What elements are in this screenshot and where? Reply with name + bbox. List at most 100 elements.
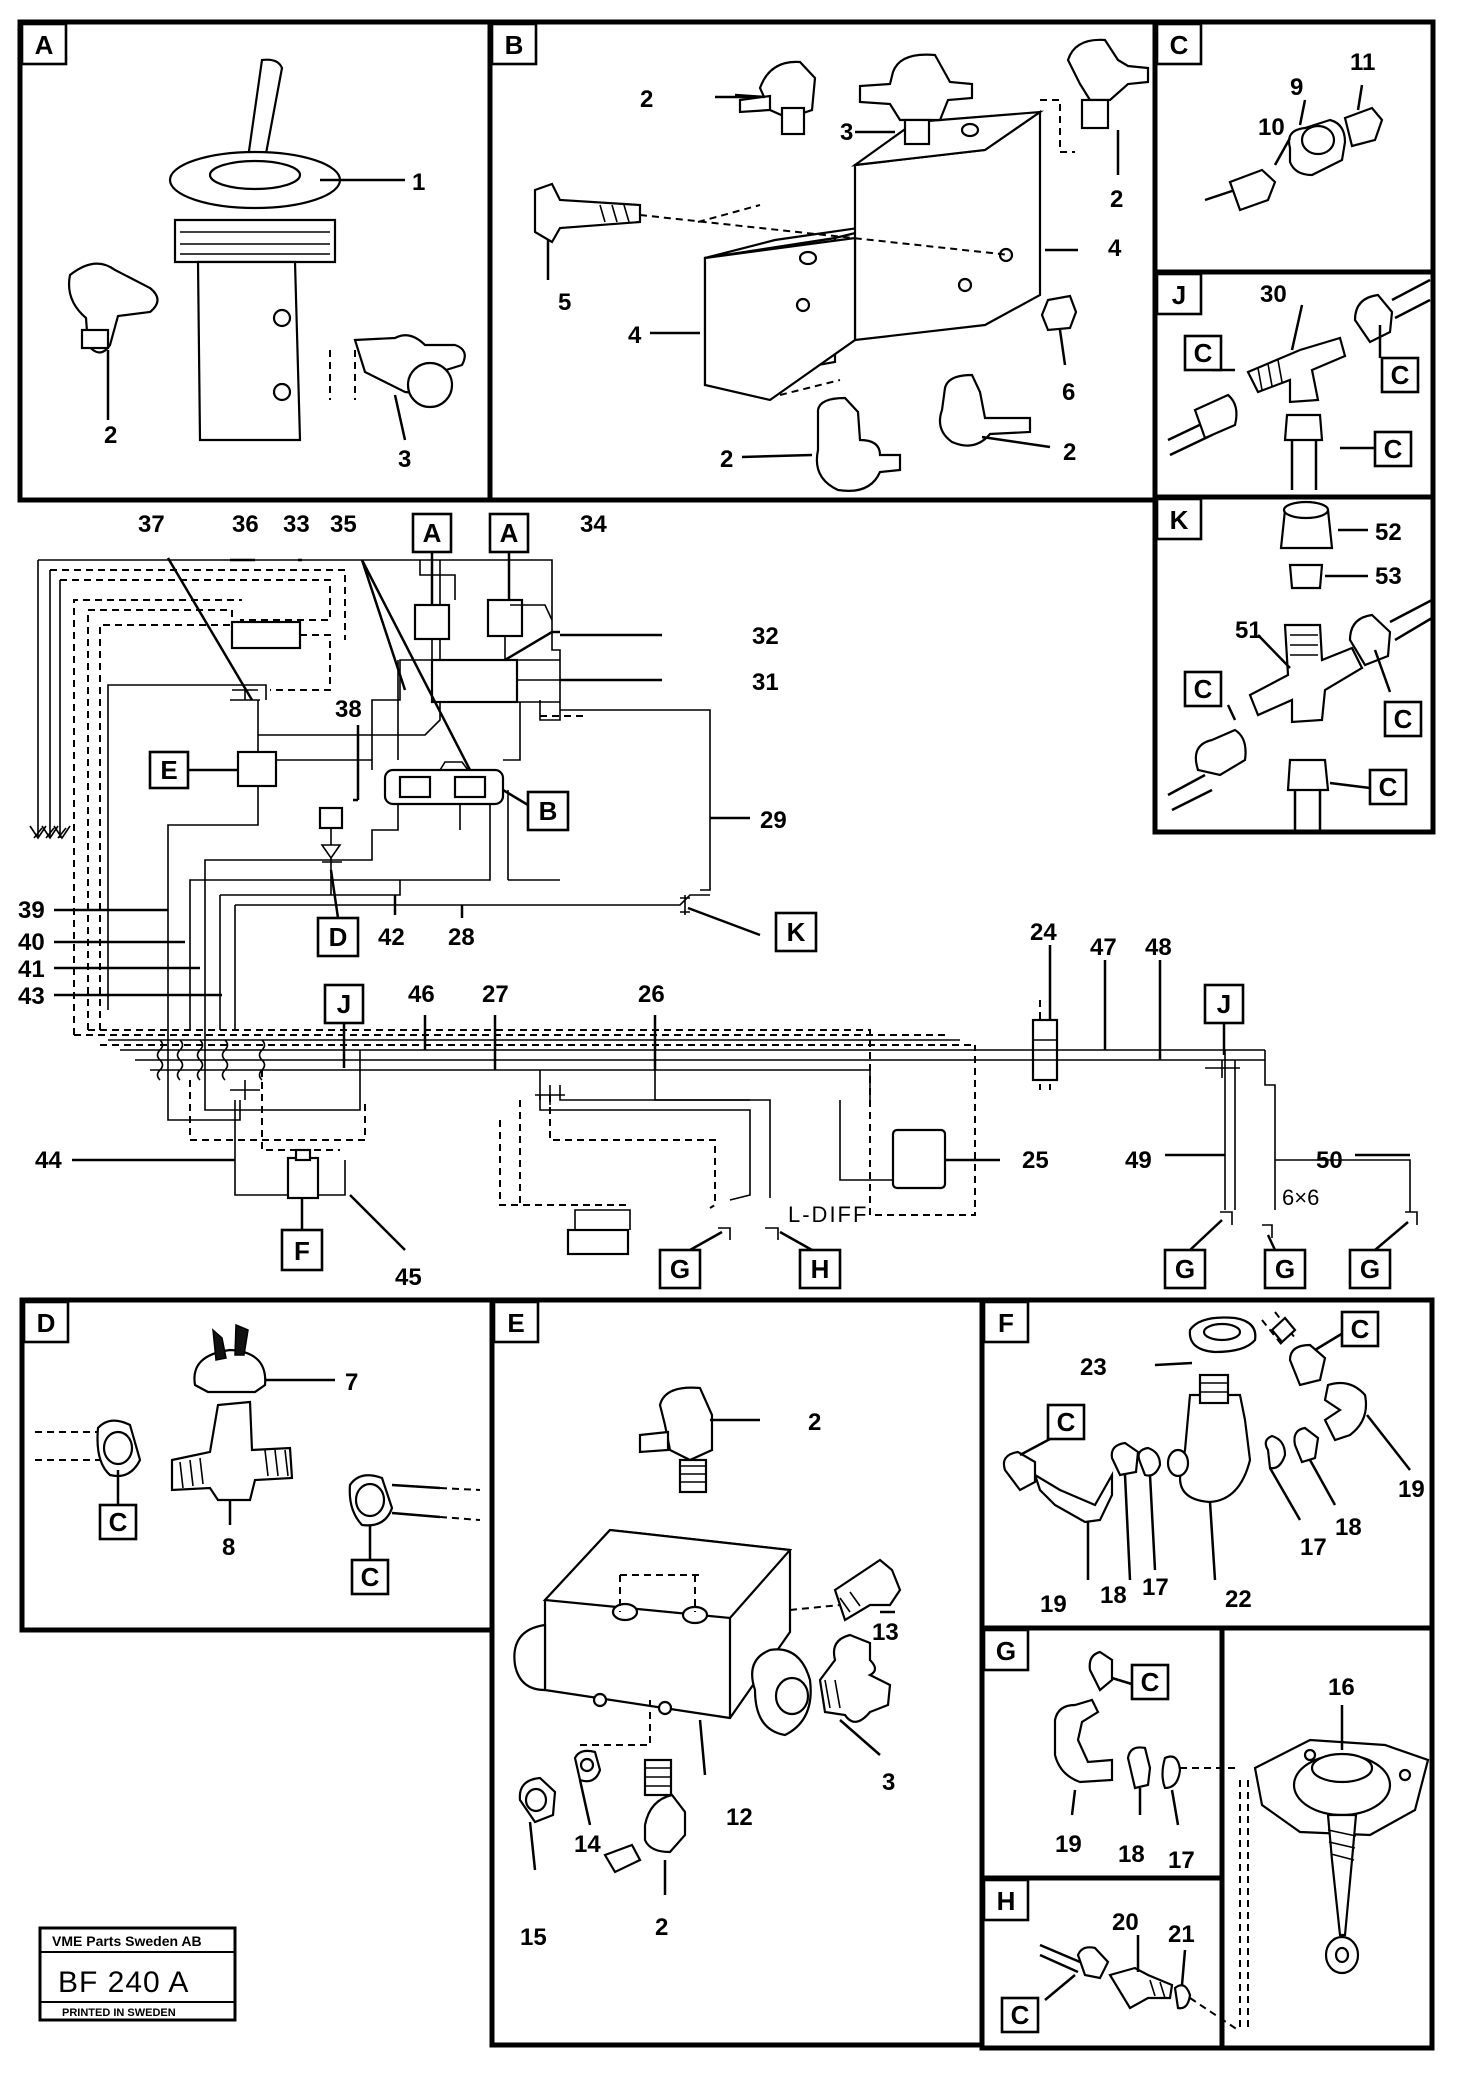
label-29: 29 (760, 807, 787, 834)
label-37: 37 (138, 511, 165, 538)
label-33: 33 (283, 511, 310, 538)
label-2-a: 2 (104, 422, 117, 449)
stamp-company: VME Parts Sweden AB (52, 1933, 202, 1949)
label-20: 20 (1112, 1909, 1139, 1936)
label-16: 16 (1328, 1674, 1355, 1701)
label-2-e2: 2 (655, 1914, 668, 1941)
label-18-g: 18 (1118, 1841, 1145, 1868)
label-3-e: 3 (882, 1769, 895, 1796)
tag-a-schematic-2: A (488, 512, 530, 554)
label-35: 35 (330, 511, 357, 538)
sleeve-10 (1228, 168, 1277, 212)
svg-text:K: K (787, 917, 806, 947)
label-45: 45 (395, 1264, 422, 1291)
svg-text:C: C (1394, 704, 1413, 734)
tag-c-h: C (1000, 1996, 1040, 2034)
tag-c-g: C (1130, 1663, 1170, 1701)
bolt-13 (833, 1558, 902, 1622)
label-6: 6 (1062, 379, 1075, 406)
label-25: 25 (1022, 1147, 1049, 1174)
label-21: 21 (1168, 1921, 1195, 1948)
label-47: 47 (1090, 934, 1117, 961)
tag-j-schematic-2: J (1203, 983, 1245, 1025)
tag-b-schematic: B (526, 790, 570, 832)
label-2-b3: 2 (720, 446, 733, 473)
fitting-2-top-right (1066, 38, 1150, 102)
label-43: 43 (18, 983, 45, 1010)
nut-k-left (1194, 728, 1247, 777)
pressure-switch-d (318, 806, 344, 830)
panel-k-artwork: 52 53 51 C C C (1167, 500, 1433, 830)
panel-j-artwork: 30 C C C (1167, 278, 1431, 490)
tag-g-schematic-1: G (658, 1248, 702, 1290)
diaphragm-rod (1326, 1813, 1358, 1937)
tag-c-d2: C (350, 1558, 390, 1596)
panel-label-c: C (1155, 22, 1203, 66)
label-19-g: 19 (1055, 1831, 1082, 1858)
label-46: 46 (408, 981, 435, 1008)
nut-18-right (1293, 1426, 1320, 1464)
svg-text:C: C (1170, 30, 1189, 60)
label-14: 14 (574, 1831, 601, 1858)
tag-c-k2: C (1383, 700, 1423, 738)
svg-text:C: C (1057, 1407, 1076, 1437)
valve-e-symbol (236, 750, 278, 788)
unit-g-mid (566, 1228, 630, 1256)
label-39: 39 (18, 897, 45, 924)
insert-11 (1343, 106, 1384, 148)
label-53: 53 (1375, 563, 1402, 590)
label-22: 22 (1225, 1586, 1252, 1613)
label-3-b: 3 (840, 119, 853, 146)
valve-body (196, 260, 302, 442)
nut-18-left (1110, 1441, 1140, 1477)
svg-text:A: A (35, 30, 54, 60)
panel-label-h: H (982, 1878, 1030, 1922)
svg-text:A: A (423, 518, 442, 548)
valve-stem (513, 1623, 547, 1692)
tag-c-k3: C (1368, 768, 1408, 806)
label-48: 48 (1145, 934, 1172, 961)
label-17-f-right: 17 (1300, 1534, 1327, 1561)
label-7: 7 (345, 1369, 358, 1396)
tee-3-e (818, 1633, 892, 1723)
svg-text:C: C (361, 1562, 380, 1592)
label-41: 41 (18, 956, 45, 983)
nut-f-top (1288, 1343, 1327, 1387)
stamp-code: BF 240 A (58, 1966, 189, 1999)
svg-text:C: C (1194, 338, 1213, 368)
svg-text:G: G (1275, 1254, 1295, 1284)
fitting-2-e-top (658, 1386, 714, 1462)
elbow-19-g (1053, 1698, 1114, 1784)
panel-g-artwork: 19 18 17 C (1053, 1650, 1240, 1874)
label-2-b4: 2 (1063, 439, 1076, 466)
tag-c-f1: C (1340, 1310, 1380, 1348)
tag-k-schematic: K (774, 911, 818, 953)
label-52: 52 (1375, 519, 1402, 546)
label-3-a: 3 (398, 446, 411, 473)
svg-text:D: D (37, 1308, 56, 1338)
label-17-f-left: 17 (1142, 1574, 1169, 1601)
washer-17-left (1137, 1446, 1162, 1477)
stamp-printed: PRINTED IN SWEDEN (62, 2007, 176, 2019)
label-2-b1: 2 (640, 86, 653, 113)
label-11: 11 (1350, 49, 1375, 76)
panel-c-artwork: 10 9 11 (1204, 49, 1384, 212)
label-26: 26 (638, 981, 665, 1008)
block-31 (430, 658, 519, 704)
panel-label-a: A (20, 22, 68, 66)
label-17-g: 17 (1168, 1847, 1195, 1874)
label-27: 27 (482, 981, 509, 1008)
svg-text:G: G (996, 1636, 1016, 1666)
label-36: 36 (232, 511, 259, 538)
tag-g-schematic-3: G (1263, 1248, 1307, 1290)
label-44: 44 (35, 1147, 62, 1174)
washer-17-right (1264, 1434, 1287, 1470)
svg-text:E: E (507, 1308, 524, 1338)
nut-h (1076, 1946, 1110, 1980)
svg-text:C: C (1391, 360, 1410, 390)
panel-16-artwork: 16 (1239, 1674, 1430, 2030)
nut-18-g (1126, 1746, 1152, 1790)
tag-c-d1: C (98, 1503, 138, 1541)
sleeve-53 (1288, 563, 1324, 590)
panel-a-artwork: 1 2 3 (68, 58, 466, 473)
